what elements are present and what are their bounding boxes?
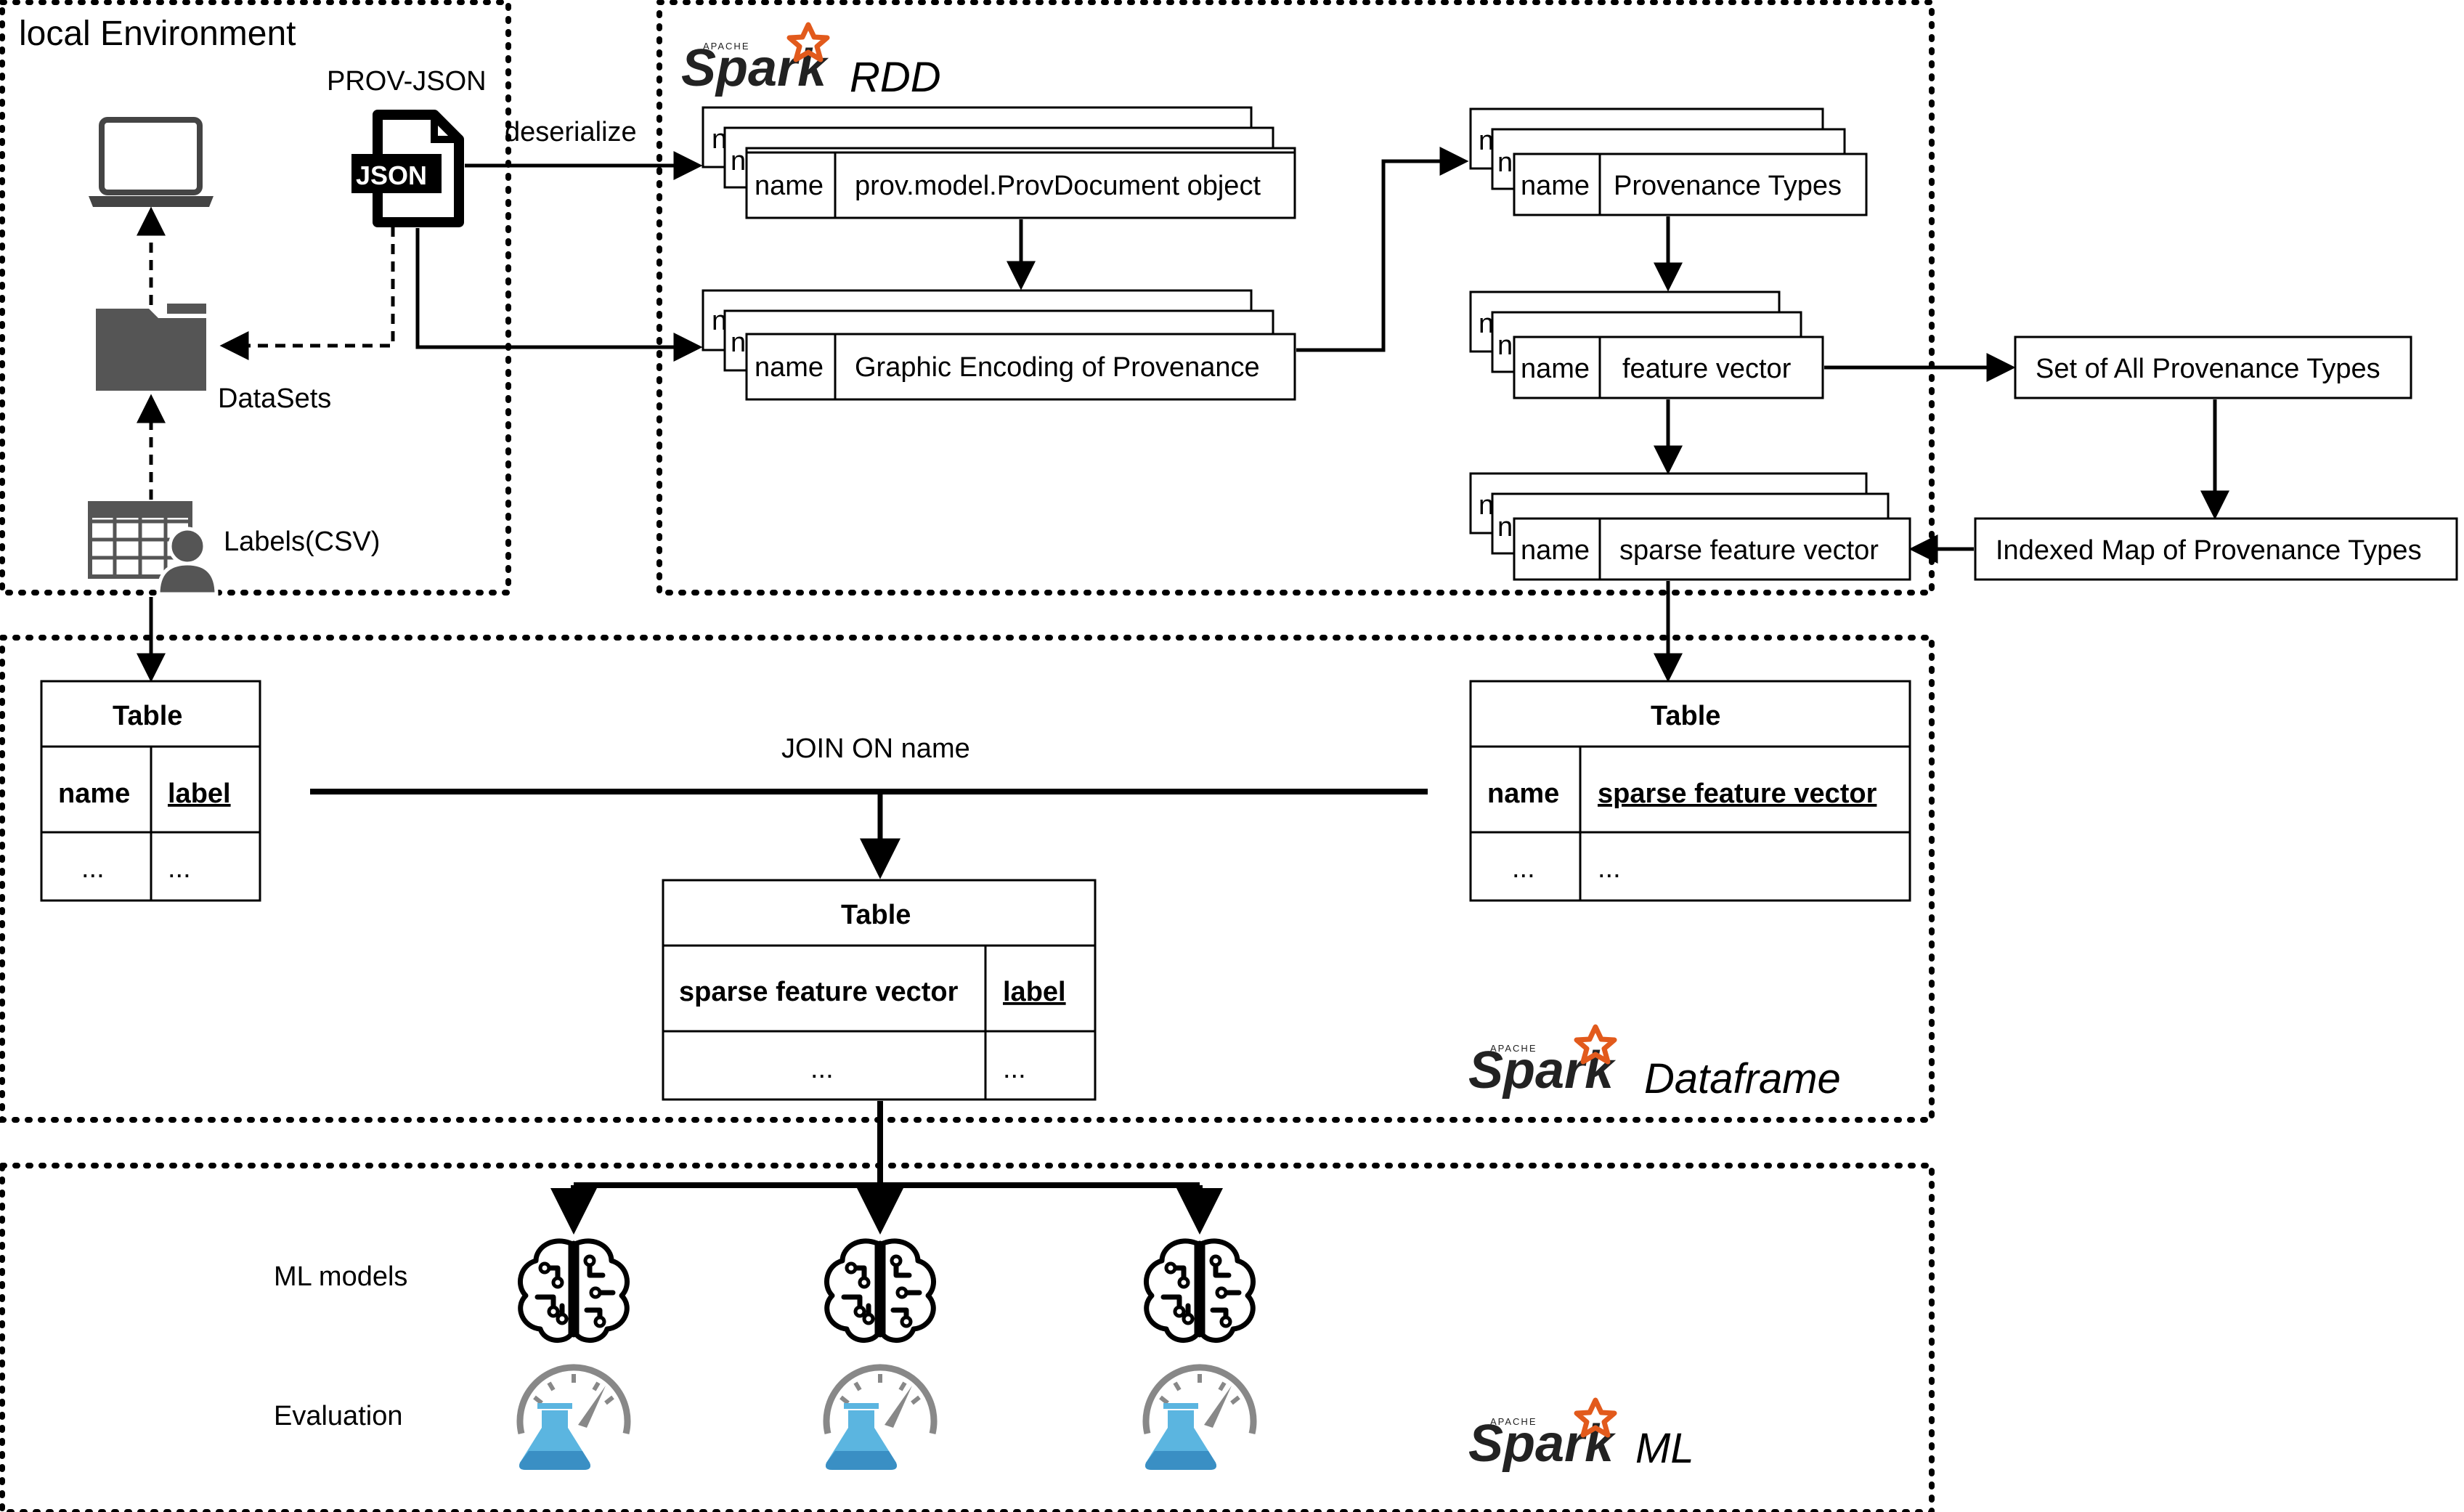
spark-logo-icon: APACHE Spark (1468, 1400, 1617, 1473)
svg-text:JSON: JSON (356, 160, 427, 190)
right-table: Table name sparse feature vector ... ... (1469, 680, 1911, 902)
svg-text:name: name (1521, 171, 1590, 201)
svg-text:...: ... (1598, 853, 1621, 884)
svg-text:Spark: Spark (681, 39, 829, 97)
encoding-to-types-arrow (1296, 147, 1469, 352)
svg-text:name: name (1521, 535, 1590, 566)
brain-circuit-icon (826, 1241, 933, 1341)
prov-types-value: Provenance Types (1614, 171, 1842, 201)
csv-user-icon (88, 501, 219, 596)
joined-table-title: Table (841, 900, 911, 930)
svg-text:APACHE: APACHE (1490, 1416, 1537, 1427)
encoding-record: name Graphic Encoding of Provenance (745, 333, 1296, 401)
ml-region (0, 1163, 1935, 1512)
document-record: name prov.model.ProvDocument object (745, 151, 1296, 219)
rdd-region (656, 0, 1935, 596)
svg-text:n: n (731, 328, 746, 358)
svg-text:APACHE: APACHE (1490, 1043, 1537, 1054)
right-table-col-name: name (1487, 779, 1559, 809)
indexed-map-box: Indexed Map of Provenance Types (1974, 517, 2458, 581)
svg-text:...: ... (81, 853, 105, 884)
evaluation-gauge-icon (1145, 1367, 1253, 1470)
labels-csv-label: Labels(CSV) (224, 527, 380, 557)
left-table-col-label: label (168, 779, 231, 809)
graphic-encoding-value: Graphic Encoding of Provenance (855, 352, 1260, 383)
evaluation-gauge-icon (519, 1367, 627, 1470)
table-to-models-connector (574, 1101, 1200, 1188)
prov-json-label: PROV-JSON (327, 66, 487, 97)
rdd-label: RDD (850, 54, 941, 101)
dataframe-region (0, 635, 1935, 1123)
ml-label: ML (1635, 1425, 1694, 1472)
svg-text:name: name (1521, 354, 1590, 384)
svg-text:n: n (712, 124, 727, 155)
svg-text:n: n (1479, 490, 1494, 521)
json-to-encoding-arrow (415, 228, 703, 362)
feature-vector-value: feature vector (1622, 354, 1792, 384)
spark-logo-icon: APACHE Spark (1468, 1027, 1617, 1100)
left-table-title: Table (113, 701, 182, 731)
svg-text:n: n (1479, 309, 1494, 339)
evaluation-label: Evaluation (274, 1401, 402, 1431)
left-table-col-name: name (58, 779, 130, 809)
dataframe-label: Dataframe (1644, 1055, 1841, 1102)
doc-object-value: prov.model.ProvDocument object (855, 171, 1261, 201)
joined-table-col-label: label (1003, 977, 1066, 1007)
svg-text:name: name (755, 352, 824, 383)
svg-text:...: ... (1512, 853, 1535, 884)
svg-text:...: ... (810, 1054, 834, 1084)
svg-text:Set of All Provenance Types: Set of All Provenance Types (2036, 354, 2380, 384)
local-environment-title: local Environment (19, 15, 296, 53)
datasets-label: DataSets (218, 383, 331, 414)
svg-text:...: ... (168, 853, 191, 884)
joined-table-col-vector: sparse feature vector (679, 977, 959, 1007)
local-environment-region (0, 0, 511, 596)
brain-circuit-icon (520, 1241, 627, 1341)
svg-text:n: n (1479, 126, 1494, 156)
svg-text:n: n (1497, 147, 1513, 178)
svg-text:Spark: Spark (1468, 1041, 1617, 1100)
evaluation-gauge-icon (826, 1367, 934, 1470)
joined-table: Table sparse feature vector label ... ..… (662, 879, 1097, 1101)
svg-text:APACHE: APACHE (703, 41, 750, 52)
set-all-types-box: Set of All Provenance Types (2014, 336, 2412, 399)
ml-models-label: ML models (274, 1261, 407, 1292)
join-label: JOIN ON name (781, 733, 970, 764)
sparse-record: name sparse feature vector (1513, 517, 1911, 581)
svg-text:n: n (1497, 330, 1513, 361)
spark-logo-icon: APACHE Spark (681, 25, 829, 97)
folder-icon (96, 304, 206, 391)
deserialize-label: deserialize (505, 117, 637, 147)
svg-text:Spark: Spark (1468, 1415, 1617, 1473)
brain-circuit-icon (1146, 1241, 1253, 1341)
sparse-vector-value: sparse feature vector (1619, 535, 1879, 566)
svg-text:Indexed Map of Provenance Type: Indexed Map of Provenance Types (1996, 535, 2422, 566)
types-record: name Provenance Types (1513, 153, 1868, 216)
svg-text:n: n (712, 306, 727, 336)
svg-text:n: n (731, 146, 746, 176)
left-table: Table name label ... ... (40, 680, 261, 902)
laptop-icon (89, 117, 214, 207)
key-name: name (755, 171, 824, 201)
json-file-icon: JSON (351, 110, 464, 227)
svg-text:n: n (1497, 512, 1513, 542)
json-to-dataset-arrow (219, 227, 395, 360)
svg-text:...: ... (1003, 1054, 1026, 1084)
feature-record: name feature vector (1513, 336, 1824, 399)
right-table-title: Table (1651, 701, 1720, 731)
right-table-col-vector: sparse feature vector (1598, 779, 1877, 809)
